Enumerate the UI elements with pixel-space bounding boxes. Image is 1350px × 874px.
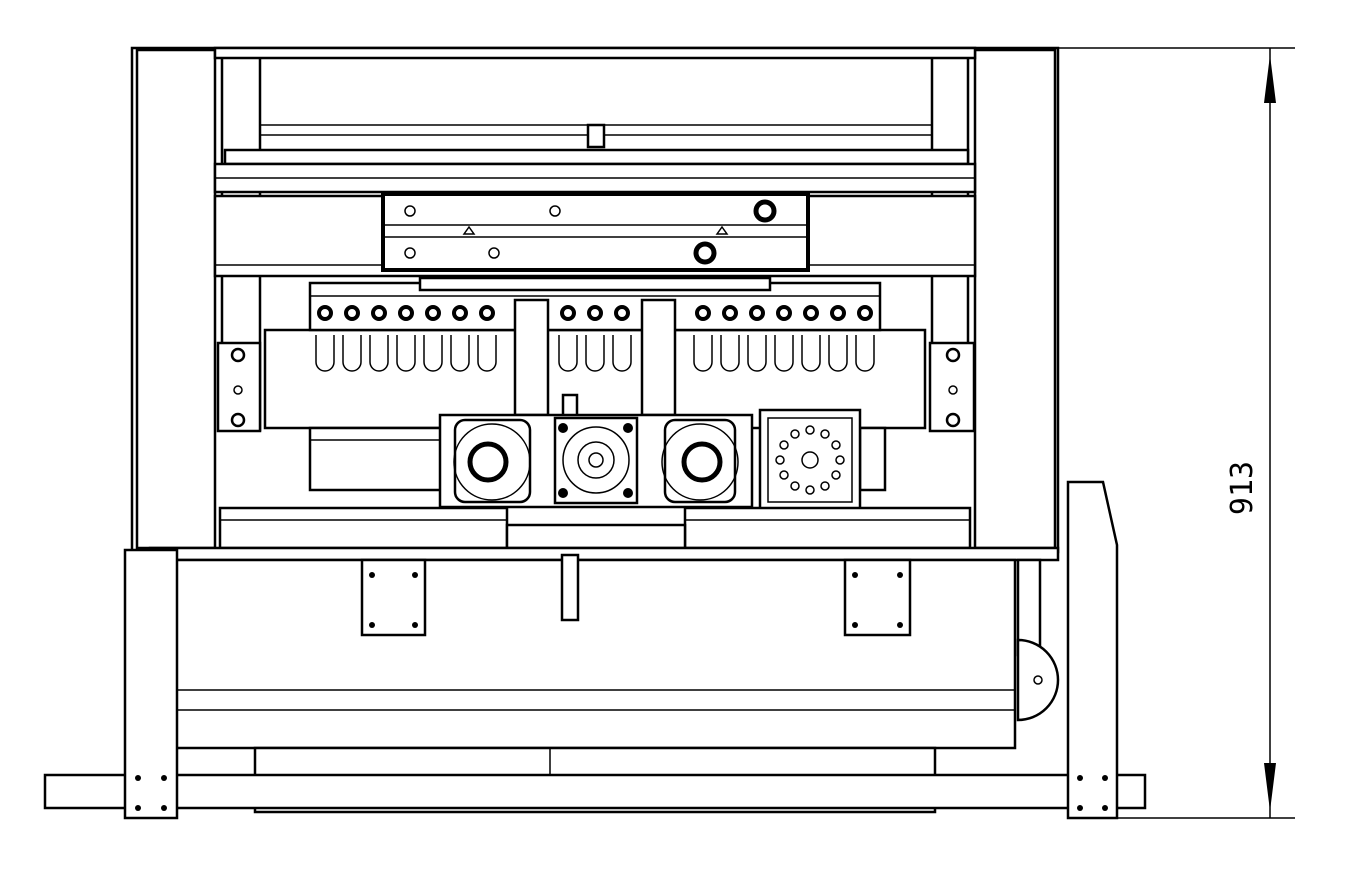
- nozzle-fitting: [724, 307, 736, 319]
- bolt-hole: [806, 486, 814, 494]
- nozzle-fitting: [832, 307, 844, 319]
- nozzle-tip: [694, 335, 712, 371]
- nozzle-tip: [775, 335, 793, 371]
- nozzle-fitting: [751, 307, 763, 319]
- nozzle-fitting: [697, 307, 709, 319]
- nozzle-tip: [721, 335, 739, 371]
- height-dimension: 913: [1058, 48, 1295, 818]
- nozzle-fitting: [427, 307, 439, 319]
- nozzle-tip: [316, 335, 334, 371]
- bolt-hole: [780, 441, 788, 449]
- bolt-hole: [780, 471, 788, 479]
- nozzle-tip: [424, 335, 442, 371]
- side-brackets: [218, 343, 974, 431]
- nozzle-fitting: [373, 307, 385, 319]
- nozzle-fitting: [859, 307, 871, 319]
- lower-rails: [150, 508, 1058, 560]
- bolt-hole: [776, 456, 784, 464]
- nozzle-bank: [265, 278, 925, 428]
- nozzle-tip: [559, 335, 577, 371]
- bolt-hole: [791, 482, 799, 490]
- cross-beam: [215, 194, 975, 276]
- nozzle-fitting: [319, 307, 331, 319]
- nozzle-fitting: [454, 307, 466, 319]
- nozzle-fitting: [400, 307, 412, 319]
- nozzle-tip: [748, 335, 766, 371]
- nozzle-fitting: [481, 307, 493, 319]
- nozzle-tip: [451, 335, 469, 371]
- bolt-hole: [832, 471, 840, 479]
- bolt-hole: [836, 456, 844, 464]
- nozzle-fitting: [616, 307, 628, 319]
- nozzle-tip: [370, 335, 388, 371]
- nozzle-fitting: [589, 307, 601, 319]
- nozzle-fitting: [778, 307, 790, 319]
- nozzle-fitting: [805, 307, 817, 319]
- nozzle-tip: [343, 335, 361, 371]
- nozzle-tip: [613, 335, 631, 371]
- dimension-label: 913: [1225, 461, 1260, 515]
- nozzle-tip: [478, 335, 496, 371]
- bolt-hole: [806, 426, 814, 434]
- base-frame: [45, 482, 1145, 818]
- nozzle-fitting: [562, 307, 574, 319]
- bolt-hole: [791, 430, 799, 438]
- nozzle-tip: [397, 335, 415, 371]
- drive-assembly: [440, 410, 860, 510]
- nozzle-tip: [856, 335, 874, 371]
- nozzle-tip: [586, 335, 604, 371]
- nozzle-fitting: [346, 307, 358, 319]
- upper-frame: [132, 48, 1058, 552]
- bolt-hole: [821, 482, 829, 490]
- bolt-hole: [821, 430, 829, 438]
- bolt-hole: [832, 441, 840, 449]
- lower-housing: [175, 555, 1058, 748]
- vertical-posts: [515, 300, 675, 417]
- nozzle-tip: [829, 335, 847, 371]
- nozzle-tip: [802, 335, 820, 371]
